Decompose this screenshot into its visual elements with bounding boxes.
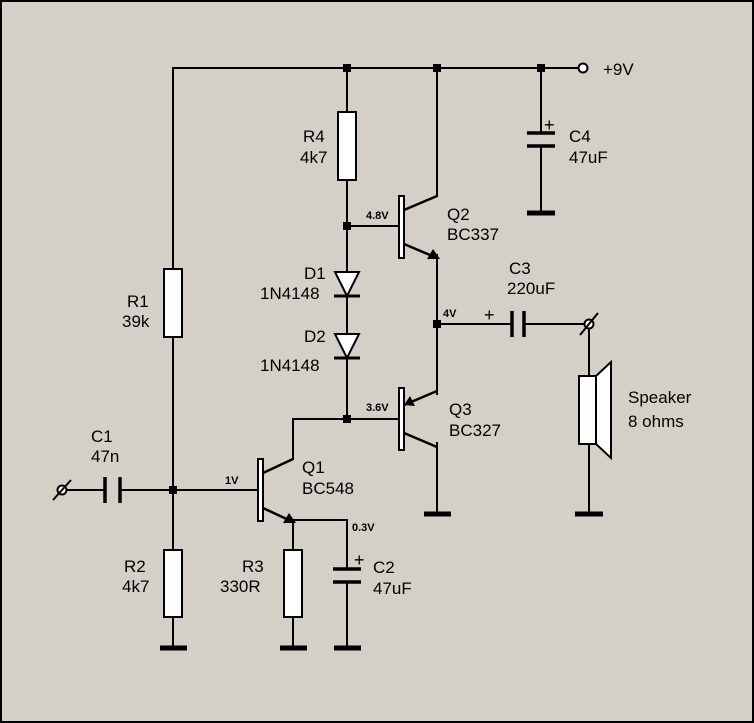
supply-terminal-icon: [577, 62, 589, 74]
q2-transistor: [398, 194, 440, 260]
q1-value: BC548: [302, 479, 354, 498]
c1-value: 47n: [91, 447, 119, 466]
c4-value: 47uF: [569, 148, 608, 167]
q2-name: Q2: [447, 205, 470, 224]
ground-symbols: [160, 210, 603, 651]
junction-dot: [343, 222, 351, 230]
d2-diode: [333, 333, 361, 361]
c3-plus-sign: +: [484, 305, 495, 325]
d1-name: D1: [304, 264, 326, 283]
r3-value: 330R: [220, 577, 261, 596]
c2-value: 47uF: [373, 579, 412, 598]
c2-capacitor: [333, 567, 361, 584]
c4-name: C4: [569, 127, 591, 146]
c4-capacitor: [527, 131, 555, 148]
q3-name: Q3: [449, 400, 472, 419]
c2-name: C2: [373, 558, 395, 577]
c2-plus-sign: +: [354, 550, 365, 570]
r2-name: R2: [124, 557, 146, 576]
junction-dot: [537, 64, 545, 72]
d2-name: D2: [304, 327, 326, 346]
c1-capacitor: [103, 477, 122, 503]
c1-name: C1: [91, 427, 113, 446]
q1-base-voltage: 1V: [225, 475, 239, 487]
output-voltage: 4V: [443, 308, 457, 320]
junction-dot: [169, 486, 177, 494]
junction-dot: [433, 320, 441, 328]
r3-name: R3: [242, 557, 264, 576]
q2-emitter-arrow-icon: [427, 249, 440, 259]
speaker-value: 8 ohms: [628, 412, 684, 431]
c3-value: 220uF: [507, 279, 555, 298]
q1-emitter-voltage: 0.3V: [352, 522, 375, 534]
input-terminal-icon: [52, 479, 72, 501]
q1-name: Q1: [302, 458, 325, 477]
q2-base-voltage: 4.8V: [366, 210, 389, 222]
speaker-icon: [578, 359, 612, 461]
q3-transistor: [398, 387, 438, 451]
q1-emitter-arrow-icon: [283, 513, 296, 523]
c3-capacitor: [510, 311, 526, 337]
r1-value: 39k: [122, 312, 150, 331]
output-terminal-icon: [579, 312, 599, 336]
r2-resistor: [163, 549, 183, 618]
junction-dot: [343, 415, 351, 423]
d1-diode: [333, 271, 361, 299]
q1-transistor: [257, 457, 296, 524]
q3-base-voltage: 3.6V: [366, 402, 389, 414]
junction-dots: [169, 64, 545, 494]
junction-dot: [433, 64, 441, 72]
r4-resistor: [337, 111, 357, 181]
supply-label: +9V: [603, 60, 634, 79]
d1-value: 1N4148: [260, 284, 320, 303]
r1-resistor: [163, 268, 183, 338]
q3-value: BC327: [449, 421, 501, 440]
q3-emitter-arrow-icon: [404, 396, 415, 406]
r4-name: R4: [303, 127, 325, 146]
c4-plus-sign: +: [544, 115, 555, 135]
junction-dot: [343, 64, 351, 72]
c3-name: C3: [509, 259, 531, 278]
r4-value: 4k7: [300, 148, 327, 167]
r1-name: R1: [127, 292, 149, 311]
q2-value: BC337: [447, 225, 499, 244]
d2-value: 1N4148: [260, 356, 320, 375]
r3-resistor: [283, 549, 303, 618]
speaker-name: Speaker: [628, 388, 692, 407]
r2-value: 4k7: [122, 577, 149, 596]
